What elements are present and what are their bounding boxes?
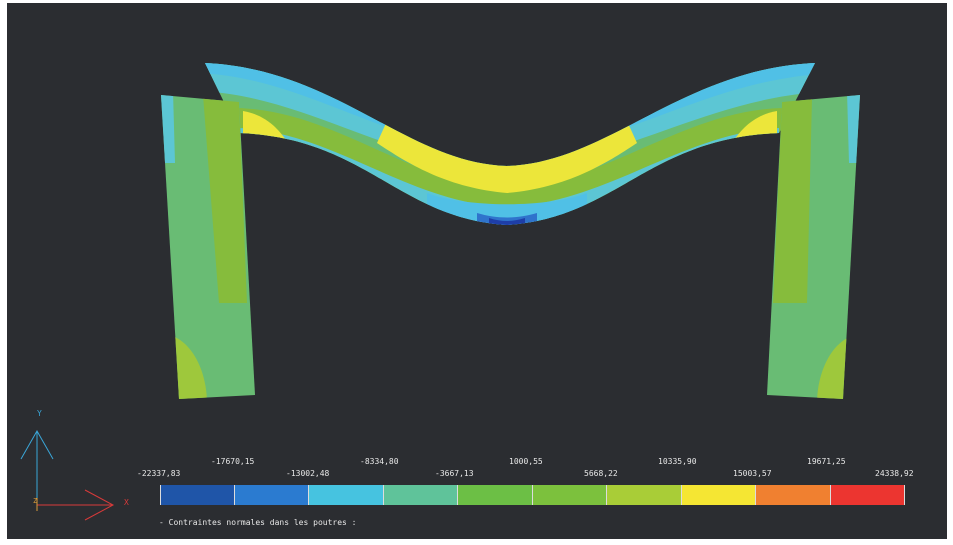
legend-tick-lower: -22337,83 (137, 469, 181, 478)
beam-orange-zone (477, 151, 537, 166)
legend-tick-lower: 5668,22 (584, 469, 618, 478)
beam-bottom-darkblue (489, 218, 525, 225)
legend-cell (234, 485, 309, 505)
graphics-viewport[interactable]: Y X Z -17670,15 -8334,80 1000,55 10335,9… (7, 3, 947, 539)
legend-cell (383, 485, 458, 505)
legend-cell (681, 485, 756, 505)
axis-triad (20, 429, 115, 521)
y-axis-arrow (20, 429, 54, 460)
legend-cell (309, 485, 384, 505)
legend-tick-upper: 10335,90 (658, 457, 697, 466)
right-column-element[interactable] (757, 91, 867, 403)
z-axis-label: Z (33, 497, 38, 505)
legend-tick-upper: -8334,80 (360, 457, 399, 466)
right-column-green-strip (773, 98, 812, 303)
legend-tick-lower: -3667,13 (435, 469, 474, 478)
legend-cell (532, 485, 607, 505)
legend-cell (607, 485, 682, 505)
x-axis-label: X (124, 498, 129, 507)
legend-tick-lower: -13002,48 (286, 469, 330, 478)
legend-tick-lower: 15003,57 (733, 469, 772, 478)
legend-tick-upper: -17670,15 (211, 457, 255, 466)
x-axis-arrow (84, 489, 115, 521)
left-column-blue-edge (161, 95, 175, 163)
left-column-green-strip (203, 95, 247, 303)
frame-model-view (20, 53, 867, 521)
y-axis-label: Y (37, 409, 42, 418)
legend-cell (756, 485, 831, 505)
legend-tick-lower: 24338,92 (875, 469, 914, 478)
legend-cell (830, 485, 905, 505)
legend-cell (458, 485, 533, 505)
legend-tick-upper: 19671,25 (807, 457, 846, 466)
legend-cell (160, 485, 235, 505)
left-column-element[interactable] (157, 91, 267, 403)
color-legend-bar (160, 485, 905, 505)
legend-caption: - Contraintes normales dans les poutres … (159, 518, 357, 527)
beam-red-zone (485, 151, 529, 162)
beam-element[interactable] (197, 53, 837, 233)
right-column-blue-edge (847, 95, 860, 163)
legend-tick-upper: 1000,55 (509, 457, 543, 466)
